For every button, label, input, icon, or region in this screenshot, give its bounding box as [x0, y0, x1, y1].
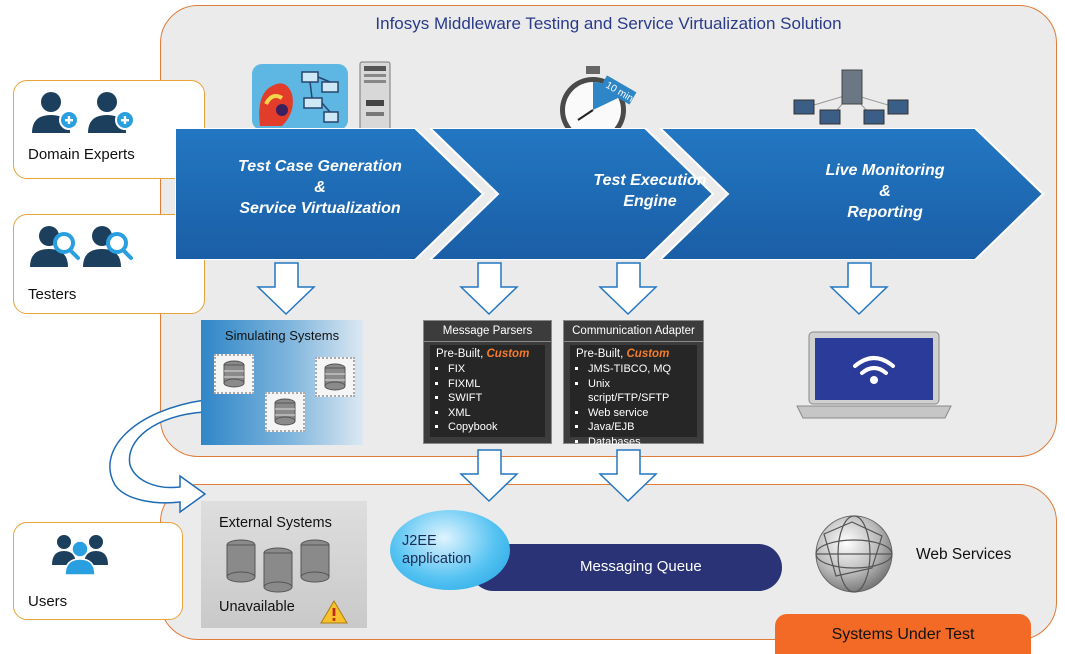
communication-adapter-title: Communication Adapter: [564, 321, 703, 342]
external-systems-box: External Systems Unavailable: [201, 501, 367, 628]
simulating-systems-title: Simulating Systems: [224, 328, 340, 343]
message-parsers-list: Pre-Built, Custom FIX FIXML SWIFT XML Co…: [430, 345, 545, 437]
stage-line: Live Monitoring: [825, 162, 945, 179]
stage-line: Service Virtualization: [239, 200, 401, 217]
web-services-label: Web Services: [916, 546, 1012, 563]
database-icon: [315, 357, 355, 397]
stage-test-case-generation: Test Case Generation & Service Virtualiz…: [205, 156, 435, 219]
j2ee-application: J2EE application: [390, 510, 510, 590]
database-icon: [214, 354, 254, 394]
parser-item: FIXML: [448, 377, 539, 392]
stage-line: Reporting: [847, 204, 923, 221]
message-parsers-title: Message Parsers: [424, 321, 551, 342]
actor-testers: Testers: [13, 214, 205, 314]
actor-label: Testers: [28, 286, 77, 303]
actor-users: Users: [13, 522, 183, 620]
external-systems-title: External Systems: [219, 515, 332, 531]
adapter-item: JMS-TIBCO, MQ: [588, 362, 691, 377]
users-icon: [52, 535, 108, 576]
actor-label: Domain Experts: [28, 146, 135, 163]
stage-line: Engine: [623, 193, 677, 210]
adapter-item: Databases: [588, 435, 691, 450]
message-parsers-box: Message Parsers Pre-Built, Custom FIX FI…: [423, 320, 552, 444]
communication-adapter-box: Communication Adapter Pre-Built, Custom …: [563, 320, 704, 448]
laptop-wifi-icon: [796, 331, 952, 419]
stage-line: Test Case Generation: [238, 158, 402, 175]
domain-expert-icon: [32, 92, 135, 133]
adapter-item: Java/EJB: [588, 420, 691, 435]
external-systems-status: Unavailable: [219, 599, 295, 615]
stopwatch-icon: 10 min: [560, 66, 637, 143]
parser-item: XML: [448, 406, 539, 421]
stage-line: Test Execution: [593, 172, 707, 189]
actor-label: Users: [28, 593, 68, 610]
prebuilt-line: Pre-Built, Custom: [436, 348, 539, 360]
parser-item: FIX: [448, 362, 539, 377]
simulating-systems-box: Simulating Systems: [201, 320, 363, 445]
adapter-item: Web service: [588, 406, 691, 421]
network-monitoring-icon: [793, 69, 909, 125]
warning-icon: [320, 600, 348, 624]
j2ee-label-line: application: [402, 551, 472, 567]
j2ee-label-line: J2EE: [402, 533, 437, 549]
pipeline-arrows: [175, 128, 1045, 260]
database-cluster-icon: [226, 539, 330, 593]
systems-under-test-tab: Systems Under Test: [775, 614, 1031, 654]
tester-icon: [30, 226, 133, 267]
stage-line: &: [879, 183, 891, 200]
virtualization-curve-arrow: [109, 399, 207, 514]
communication-adapter-list: Pre-Built, Custom JMS-TIBCO, MQ Unix scr…: [570, 345, 697, 448]
messaging-queue: Messaging Queue: [470, 544, 782, 591]
systems-under-test-label: Systems Under Test: [831, 626, 975, 643]
messaging-queue-label: Messaging Queue: [580, 558, 702, 575]
globe-icon: [815, 515, 893, 593]
custom-label: Custom: [486, 348, 530, 360]
j2ee-label: J2EE application: [402, 532, 471, 568]
stage-test-execution: Test Execution Engine: [560, 170, 740, 212]
diagram-title: Infosys Middleware Testing and Service V…: [375, 14, 842, 33]
stage-line: &: [314, 179, 326, 196]
custom-label: Custom: [626, 348, 670, 360]
prebuilt-label: Pre-Built,: [436, 348, 484, 360]
prebuilt-line: Pre-Built, Custom: [576, 348, 691, 360]
parser-item: Copybook: [448, 420, 539, 435]
server-icon: [359, 61, 391, 131]
parser-item: SWIFT: [448, 391, 539, 406]
test-design-image: [252, 64, 348, 130]
database-icon: [265, 392, 305, 432]
prebuilt-label: Pre-Built,: [576, 348, 624, 360]
adapter-item: Unix script/FTP/SFTP: [588, 377, 691, 406]
stage-live-monitoring: Live Monitoring & Reporting: [800, 160, 970, 223]
